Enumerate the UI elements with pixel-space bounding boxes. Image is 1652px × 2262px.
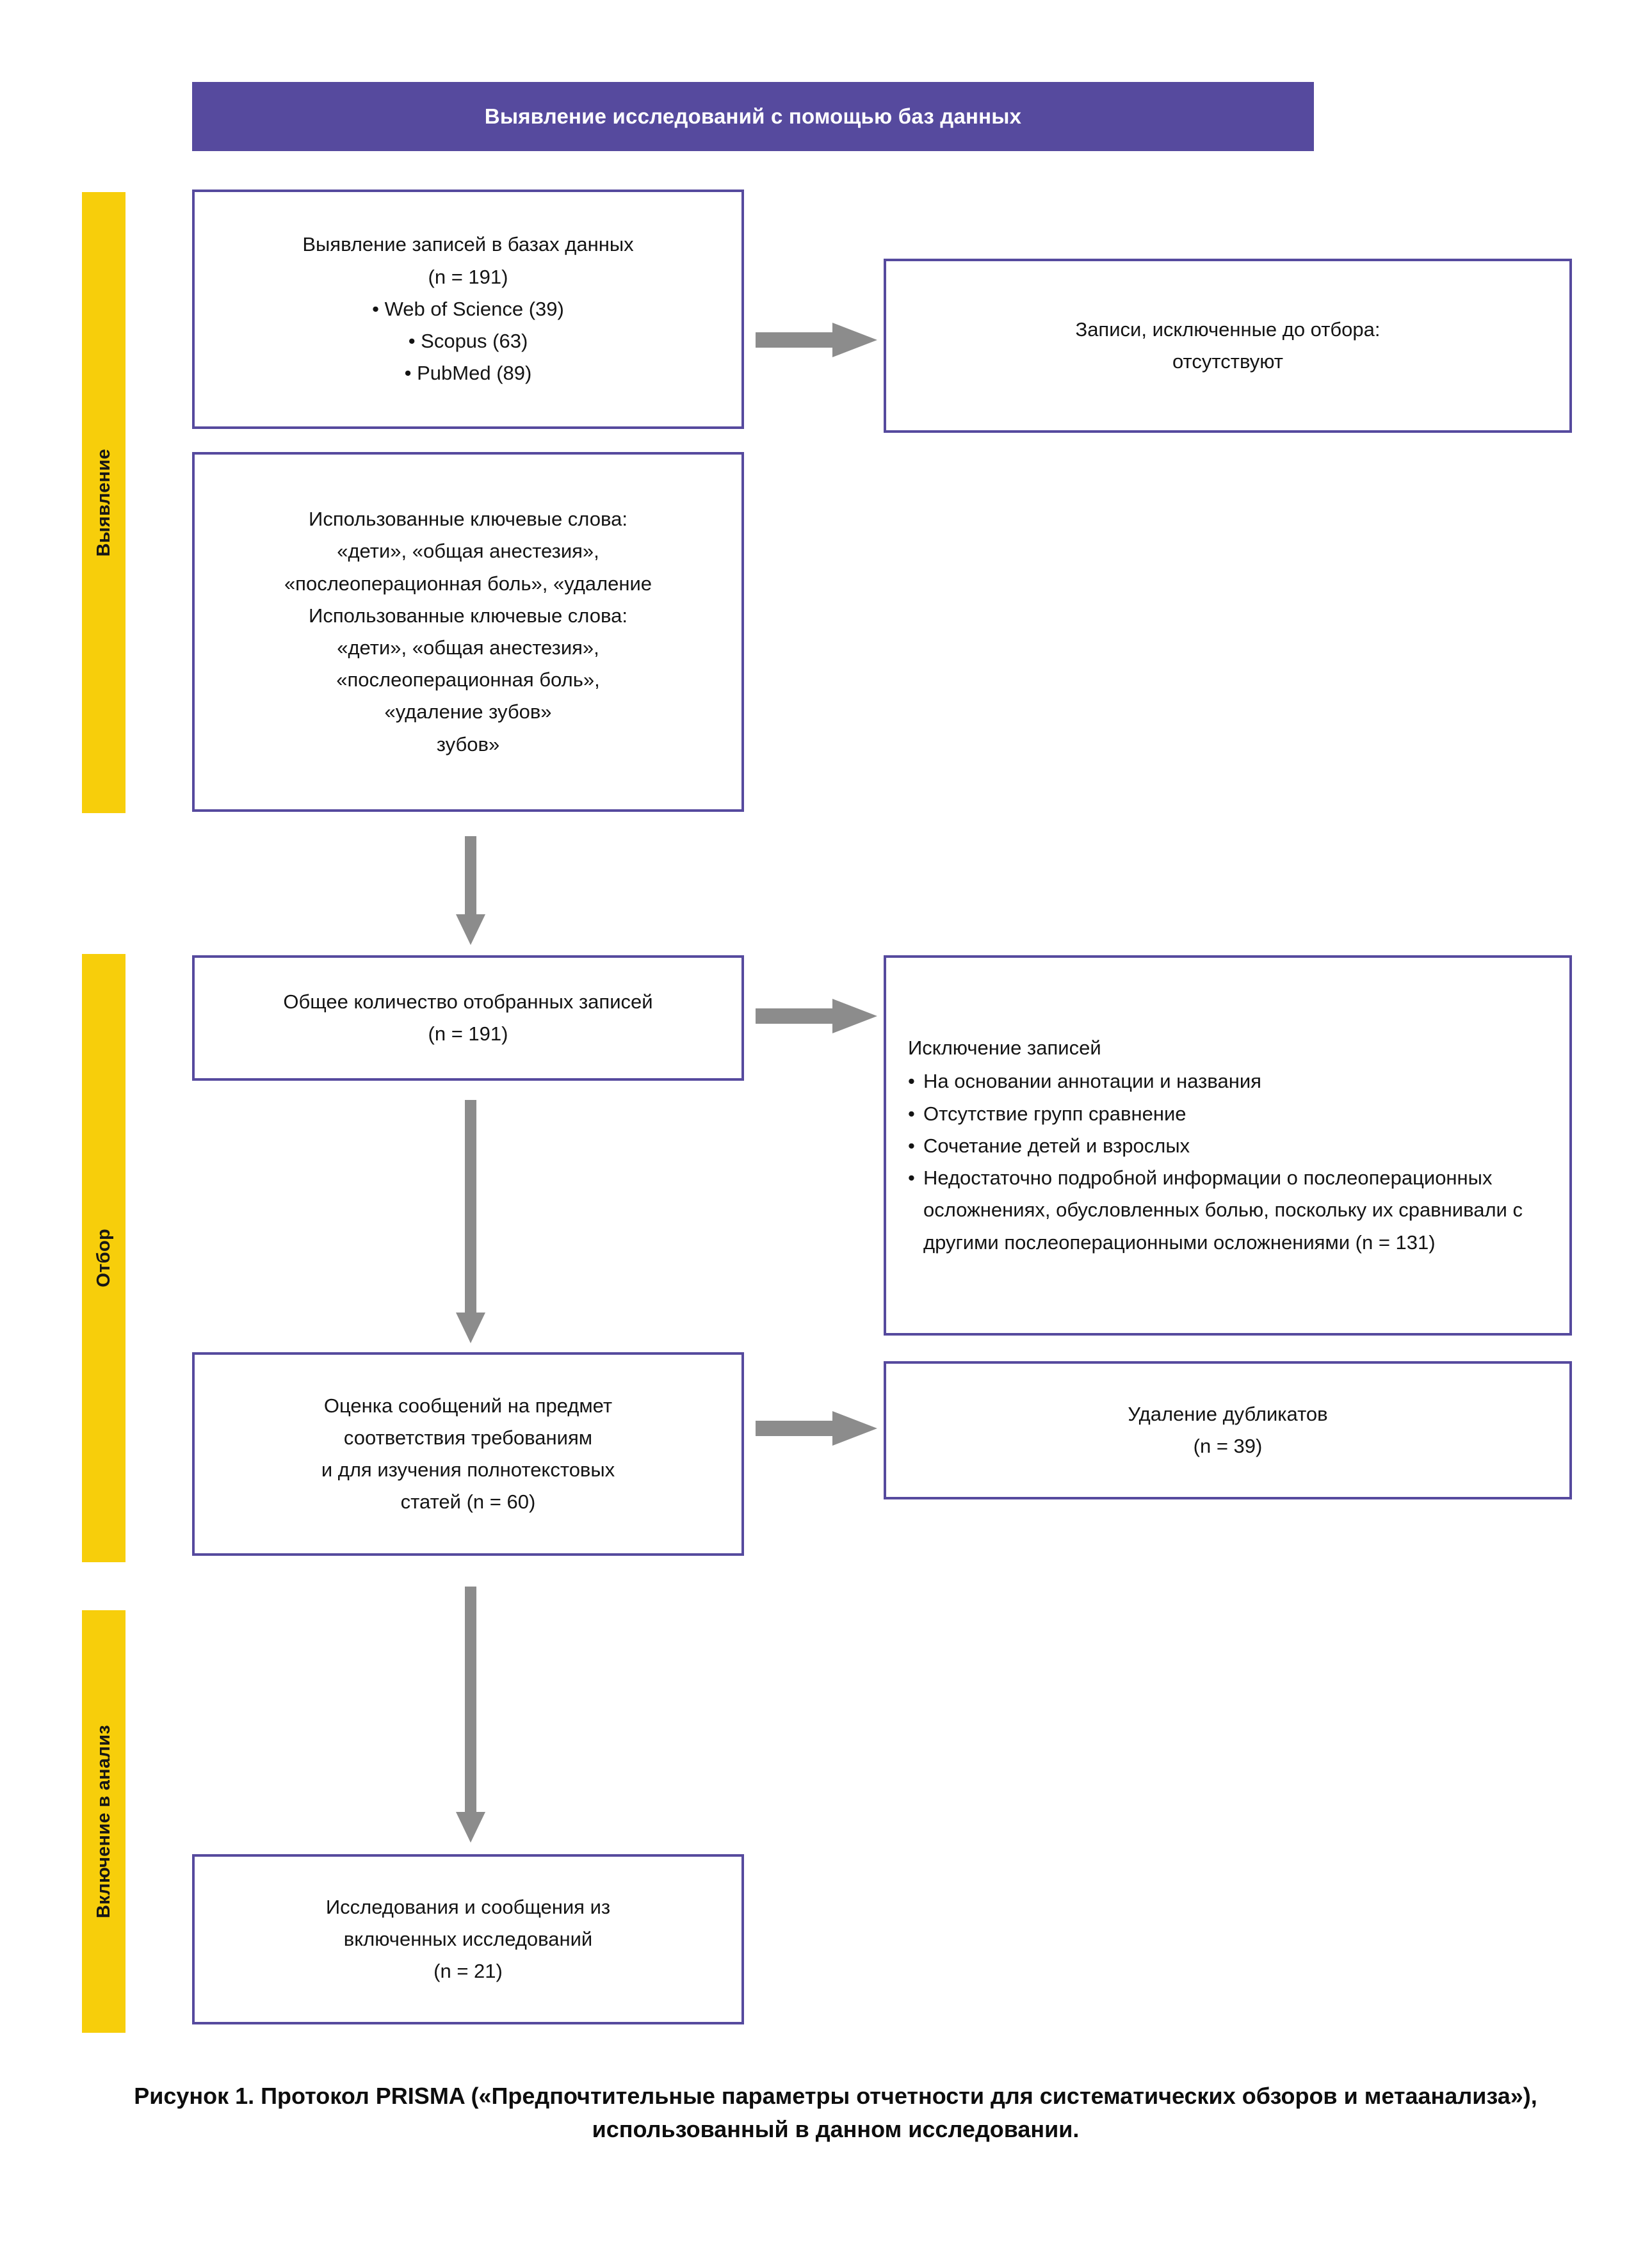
stage-label-included: Включение в анализ [93,1724,114,1919]
bullet-icon: • [908,1070,915,1093]
arrow-down-icon [456,836,485,945]
arrow-right-icon [756,996,877,1036]
box-excluded-before-screening-text: Записи, исключенные до отбора: отсутству… [1075,318,1381,373]
box-studies-included-text: Исследования и сообщения из включенных и… [325,1895,611,1983]
list-item-label: Недостаточно подробной информации о посл… [923,1167,1523,1254]
list-item: • Сочетание детей и взрослых [908,1130,1548,1162]
box-excluded-before-screening: Записи, исключенные до отбора: отсутству… [884,259,1572,433]
stage-label-screening: Отбор [93,1229,114,1288]
box-records-screened: Общее количество отобранных записей (n =… [192,955,744,1081]
bullet-icon: • [908,1102,915,1125]
arrow-right-icon [756,320,877,360]
box-records-excluded: Исключение записей • На основании аннота… [884,955,1572,1336]
arrow-down-icon [456,1587,485,1843]
box-eligibility-assessment: Оценка сообщений на предмет соответствия… [192,1352,744,1556]
list-item: • Недостаточно подробной информации о по… [908,1162,1548,1259]
header-banner-label: Выявление исследований с помощью баз дан… [484,104,1022,128]
records-excluded-heading: Исключение записей [908,1037,1101,1060]
header-banner: Выявление исследований с помощью баз дан… [192,82,1314,151]
box-eligibility-assessment-text: Оценка сообщений на предмет соответствия… [321,1394,615,1514]
list-item: • Отсутствие групп сравнение [908,1098,1548,1130]
list-item-label: Отсутствие групп сравнение [923,1102,1186,1125]
box-duplicates-removed: Удаление дубликатов (n = 39) [884,1361,1572,1499]
box-duplicates-removed-text: Удаление дубликатов (n = 39) [1128,1402,1328,1457]
arrow-down-icon [456,1100,485,1343]
arrow-right-icon [756,1409,877,1448]
box-keywords: Использованные ключевые слова: «дети», «… [192,452,744,812]
box-keywords-text: Использованные ключевые слова: «дети», «… [284,508,652,755]
stage-band-identification: Выявление [82,192,126,813]
box-records-screened-text: Общее количество отобранных записей (n =… [283,990,653,1045]
stage-band-included: Включение в анализ [82,1610,126,2033]
list-item-label: Сочетание детей и взрослых [923,1134,1190,1157]
list-item-label: На основании аннотации и названия [923,1070,1261,1093]
stage-label-identification: Выявление [93,448,114,557]
box-records-identified-text: Выявление записей в базах данных (n = 19… [302,233,634,385]
box-studies-included: Исследования и сообщения из включенных и… [192,1854,744,2024]
bullet-icon: • [908,1134,915,1157]
stage-band-screening: Отбор [82,954,126,1562]
figure-caption: Рисунок 1. Протокол PRISMA («Предпочтите… [134,2083,1537,2143]
box-records-identified: Выявление записей в базах данных (n = 19… [192,190,744,429]
bullet-icon: • [908,1167,915,1190]
list-item: • На основании аннотации и названия [908,1065,1548,1097]
records-excluded-list: Исключение записей • На основании аннота… [886,1032,1569,1259]
